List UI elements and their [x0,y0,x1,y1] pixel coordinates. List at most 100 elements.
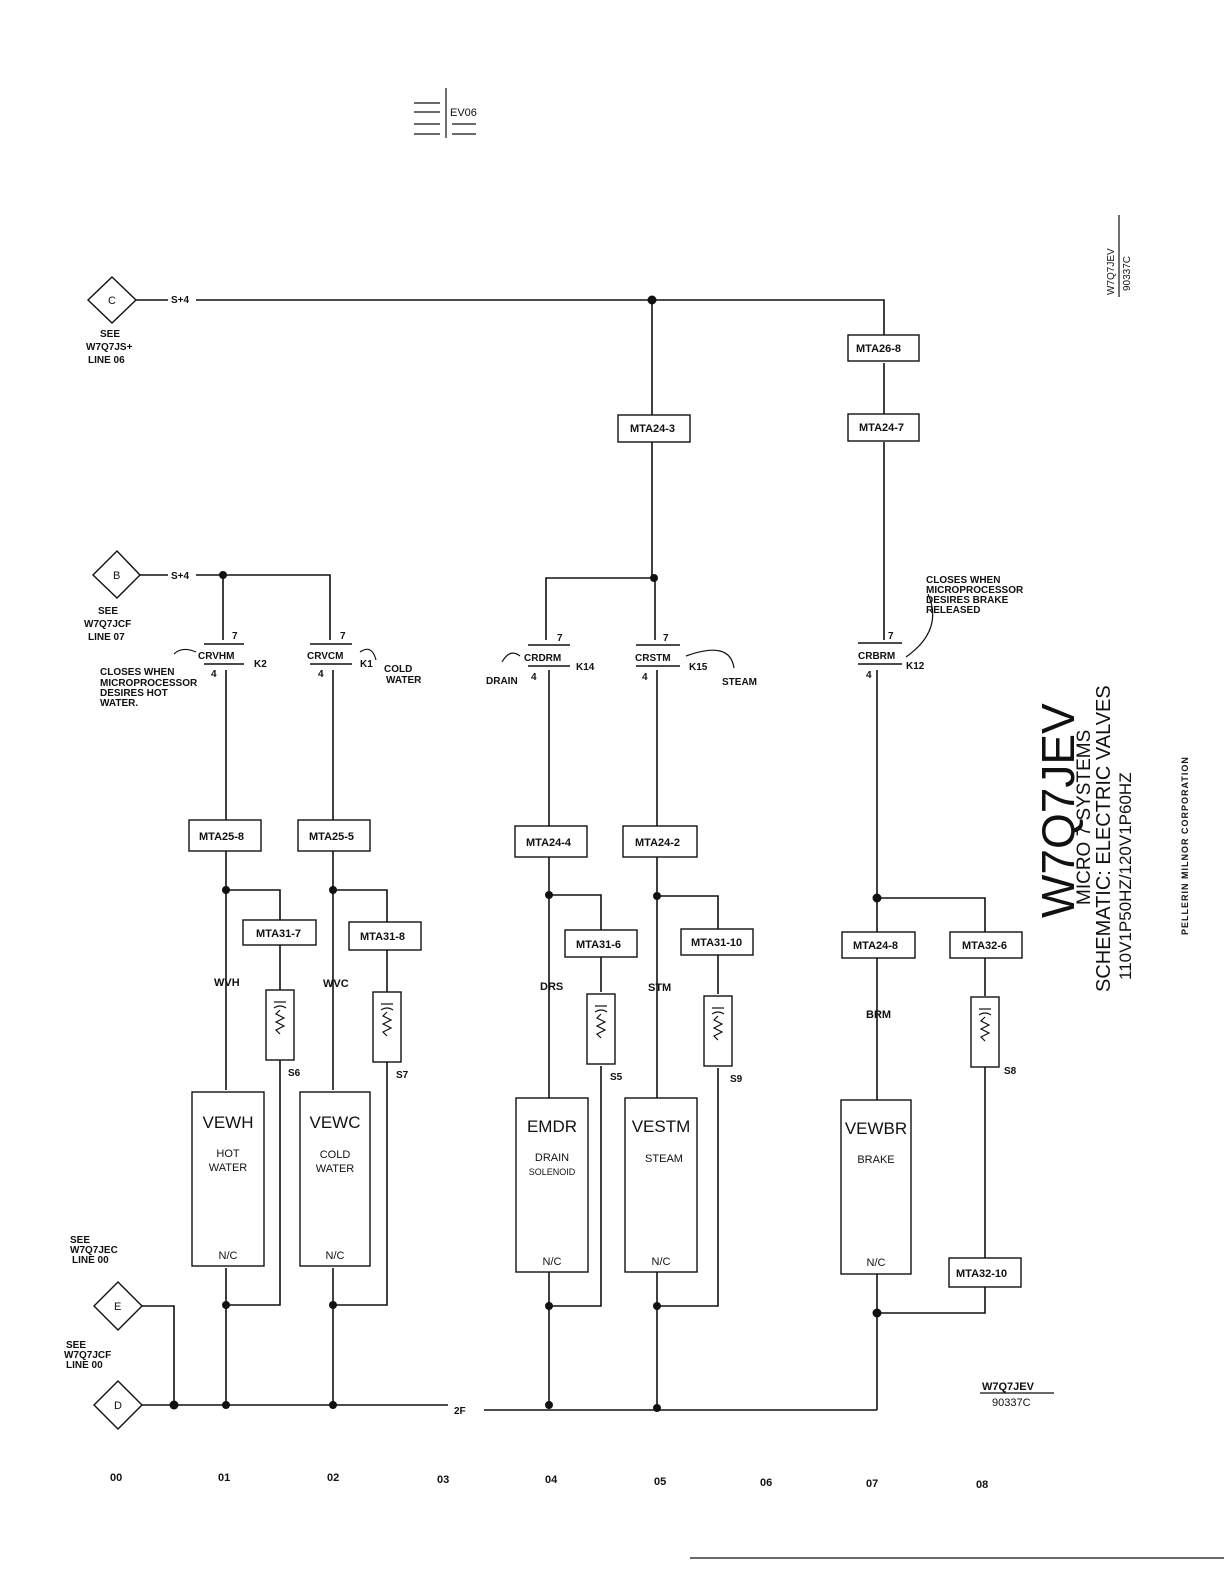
terminal-label: MTA31-6 [576,939,621,951]
relay-crstm[interactable]: 7 CRSTM 4 K15 [635,633,708,683]
valve-emdr[interactable]: EMDR DRAIN SOLENOID N/C [515,1097,589,1273]
valve-vewbr-line1: BRAKE [857,1154,894,1166]
column-07: 07 [866,1478,878,1490]
relay-crstm-note-1: STEAM [722,677,757,688]
relay-crvhm-note-2: MICROPROCESSOR [100,678,198,689]
suppressor-s7: S7 [372,991,409,1081]
valve-emdr-line1: DRAIN [535,1152,569,1164]
relay-crdrm-pin-bot: 4 [531,672,537,683]
relay-crdrm-pin-top: 7 [557,633,563,644]
valve-emdr-line2: SOLENOID [529,1167,576,1177]
wiring [136,299,986,1411]
relay-crbrm-arrow [905,593,934,658]
relay-crbrm-note-4: RELEASED [926,605,980,616]
title-line3: 110V1P50HZ/120V1P60HZ [1116,772,1135,980]
wire-label-steam: STM [648,982,671,994]
terminal-label: MTA31-10 [691,937,742,949]
margin-ref-number: 90337C [1122,256,1133,291]
bottom-ref-code: W7Q7JEV [982,1381,1035,1393]
connector-c-letter: C [108,295,116,307]
valve-vewbr-name: VEWBR [845,1119,907,1138]
valve-vestm-line1: STEAM [645,1153,683,1165]
relay-crvhm-name: CRVHM [198,651,234,662]
connector-d-ref-1: SEE [66,1340,86,1351]
valve-vewc-line2: WATER [316,1163,355,1175]
connector-c[interactable]: C S+4 SEE W7Q7JS+ LINE 06 [86,276,190,366]
connector-b[interactable]: B S+4 SEE W7Q7JCF LINE 07 [84,549,190,643]
margin-ref-code: W7Q7JEV [1106,248,1117,295]
connector-b-wire: S+4 [171,571,190,582]
terminal-mta24-8[interactable]: MTA24-8 [841,931,916,959]
suppressor-s8-label: S8 [1004,1066,1017,1077]
terminal-label: MTA32-10 [956,1268,1007,1280]
relay-crvhm-k: K2 [254,659,267,670]
title-line1: MICRO 7 SYSTEMS [1074,730,1095,905]
terminal-mta24-7[interactable]: MTA24-7 [847,413,920,442]
relay-crvcm[interactable]: 7 CRVCM 4 K1 [307,631,373,680]
connector-c-ref-1: SEE [100,329,120,340]
terminal-mta24-4[interactable]: MTA24-4 [514,825,588,858]
relay-crvcm-note-2: WATER [386,675,422,686]
connector-b-ref-2: W7Q7JCF [84,619,131,630]
junction-dots [169,295,882,1412]
column-00: 00 [110,1472,122,1484]
relay-crdrm-k: K14 [576,662,595,673]
valve-vewc-line1: COLD [320,1149,351,1161]
relay-crstm-pin-top: 7 [663,633,669,644]
suppressor-s6-label: S6 [288,1068,301,1079]
terminal-mta31-7[interactable]: MTA31-7 [242,919,317,946]
valve-vestm[interactable]: VESTM STEAM N/C [624,1097,698,1273]
valve-vewc[interactable]: VEWC COLD WATER N/C [299,1091,371,1267]
terminal-mta31-8[interactable]: MTA31-8 [348,921,422,951]
title-code: W7Q7JEV [1032,703,1084,918]
connector-c-wire: S+4 [171,295,190,306]
terminal-mta24-3[interactable]: MTA24-3 [617,414,691,443]
terminal-mta31-6[interactable]: MTA31-6 [564,929,638,958]
connector-c-ref-3: LINE 06 [88,355,125,366]
valve-vestm-name: VESTM [632,1117,691,1136]
terminal-label: MTA31-7 [256,928,301,940]
relay-crvhm-note-3: DESIRES HOT [100,688,168,699]
connector-e-ref-3: LINE 00 [72,1255,109,1266]
terminal-mta26-8[interactable]: MTA26-8 [847,334,920,362]
terminal-label: MTA31-8 [360,931,405,943]
terminal-mta31-10[interactable]: MTA31-10 [680,928,754,956]
relay-crvhm-note-4: WATER. [100,698,138,709]
terminal-mta32-6[interactable]: MTA32-6 [949,931,1023,959]
relay-crbrm[interactable]: 7 CRBRM 4 K12 [858,631,925,681]
relay-crdrm-note-1: DRAIN [486,676,518,687]
valve-vewbr[interactable]: VEWBR BRAKE N/C [840,1099,912,1275]
relay-crvhm[interactable]: 7 CRVHM 4 K2 [198,631,267,680]
valve-vewbr-nc: N/C [867,1257,886,1269]
valve-vestm-nc: N/C [652,1256,671,1268]
relay-crbrm-note-3: DESIRES BRAKE [926,595,1009,606]
suppressor-s5: S5 [586,993,623,1083]
relay-crvcm-arrow [359,648,377,661]
terminal-label: MTA24-8 [853,940,898,952]
connector-e[interactable]: E SEE W7Q7JEC LINE 00 [70,1235,143,1331]
terminal-mta24-2[interactable]: MTA24-2 [622,825,698,858]
relay-crbrm-k: K12 [906,661,925,672]
terminal-mta25-8[interactable]: MTA25-8 [188,819,262,852]
connector-d-ref-2: W7Q7JCF [64,1350,111,1361]
relay-crvcm-pin-top: 7 [340,631,346,642]
terminal-mta25-5[interactable]: MTA25-5 [297,819,371,852]
column-01: 01 [218,1472,230,1484]
relay-crstm-pin-bot: 4 [642,672,648,683]
suppressor-s9-label: S9 [730,1074,743,1085]
relay-crbrm-pin-top: 7 [888,631,894,642]
relay-crvcm-k: K1 [360,659,373,670]
terminal-mta32-10[interactable]: MTA32-10 [948,1257,1022,1288]
relay-crstm-k: K15 [689,662,708,673]
terminal-label: MTA26-8 [856,343,901,355]
title-block: W7Q7JEV MICRO 7 SYSTEMS SCHEMATIC: ELECT… [1032,685,1190,992]
relay-crvcm-note-1: COLD [384,664,412,675]
relay-crdrm[interactable]: 7 CRDRM 4 K14 [524,633,595,683]
relay-crbrm-pin-bot: 4 [866,670,872,681]
valve-vewh[interactable]: VEWH HOT WATER N/C [191,1091,265,1267]
valve-vewh-name: VEWH [203,1113,254,1132]
connector-d-ref-3: LINE 00 [66,1360,103,1371]
connector-d[interactable]: D SEE W7Q7JCF LINE 00 [64,1340,143,1430]
column-numbers: 00 01 02 03 04 05 06 07 08 [110,1472,988,1491]
